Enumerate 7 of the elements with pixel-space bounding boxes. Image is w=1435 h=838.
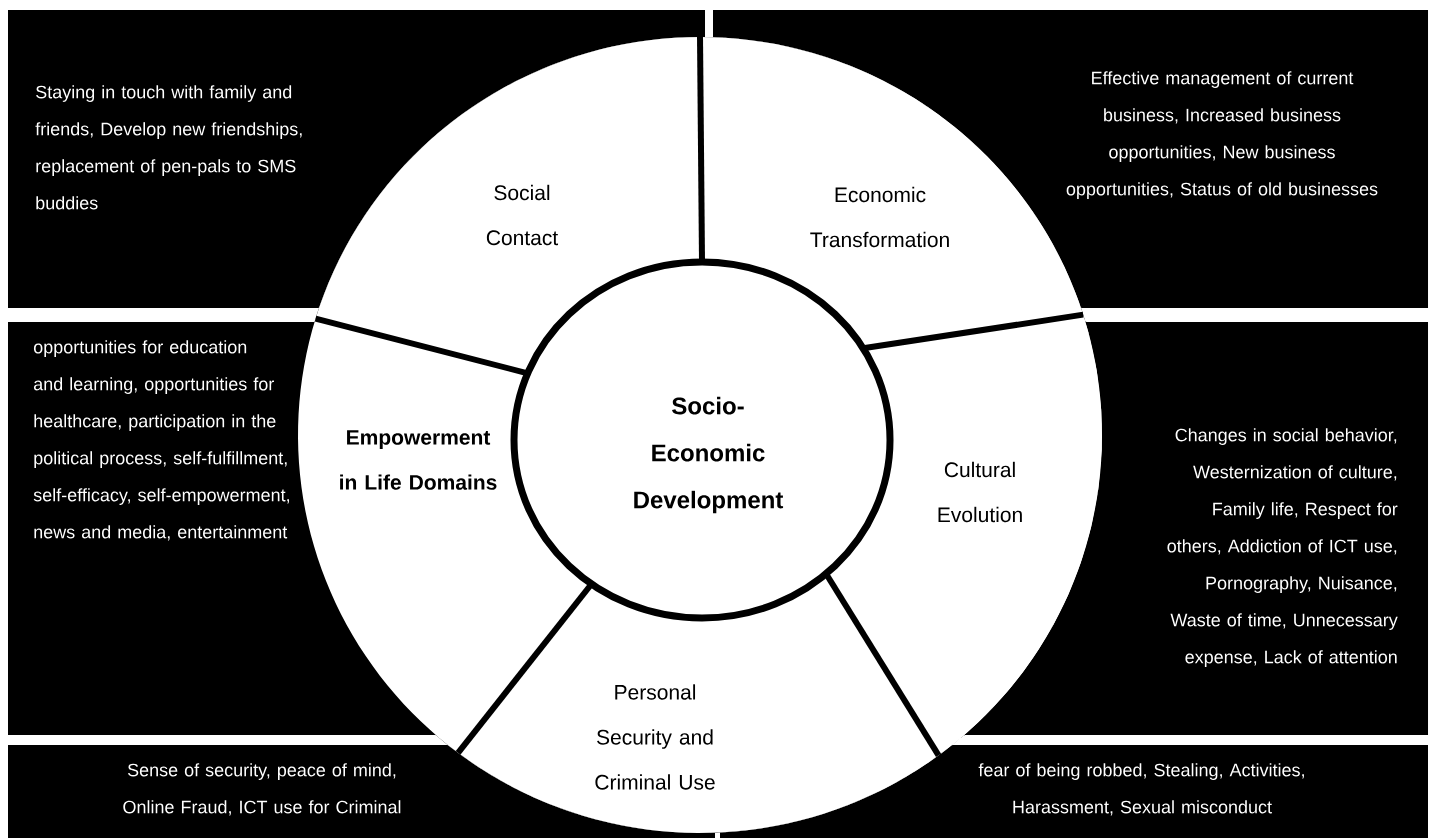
node-label: Empowerment in Life Domains	[340, 430, 497, 490]
node-label: opportunities for education and learning, opportunities for healthcare, participation in the political process, self-fulfillment, self-efficacy, self-empowerment, news and media, entertainment	[33, 340, 289, 541]
description-box: fear of being robbed, Stealing, Activities, Harassment, Sexual misconduct	[720, 745, 1428, 838]
node-label: Social Contact	[486, 184, 559, 246]
node-label: Changes in social behavior, Westernization of culture, Family life, Respect for others, Addiction of ICT use, Pornography, Nuisance, Waste of time, Unnecessary expense, Lack of attention	[1167, 428, 1398, 667]
node-label: Economic Transformation	[810, 186, 949, 248]
node-label: Cultural Evolution	[938, 461, 1022, 523]
